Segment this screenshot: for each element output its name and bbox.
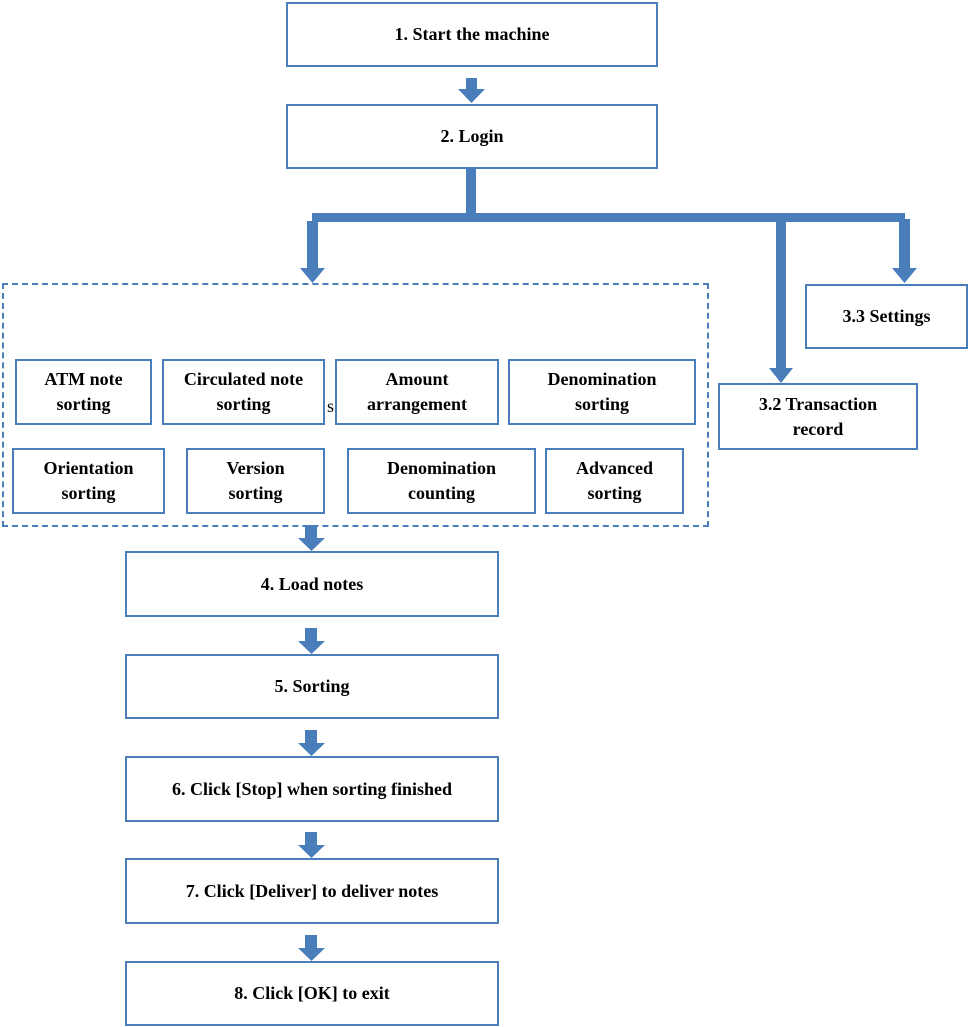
mode-orientation-sorting: Orientation sorting	[12, 448, 165, 514]
branch-settings: 3.3 Settings	[805, 284, 968, 349]
stray-text: s	[327, 396, 335, 416]
step-login: 2. Login	[286, 104, 658, 169]
mode-denomination-counting: Denomination counting	[347, 448, 536, 514]
mode-version-sorting: Version sorting	[186, 448, 325, 514]
step-click-deliver: 7. Click [Deliver] to deliver notes	[125, 858, 499, 924]
step-click-ok-exit: 8. Click [OK] to exit	[125, 961, 499, 1026]
arrow-deliver-to-exit	[298, 935, 325, 961]
arrow-stop-to-deliver	[298, 832, 325, 858]
mode-denomination-sorting: Denomination sorting	[508, 359, 696, 425]
branch-transaction-record: 3.2 Transaction record	[718, 383, 918, 450]
connector-bus	[312, 213, 905, 222]
step-load-notes: 4. Load notes	[125, 551, 499, 617]
arrow-to-settings	[892, 219, 917, 283]
arrow-sorting-to-stop	[298, 730, 325, 756]
arrow-start-to-login	[458, 78, 485, 103]
step-start-machine: 1. Start the machine	[286, 2, 658, 67]
mode-amount-arrangement: Amount arrangement	[335, 359, 499, 425]
step-click-stop: 6. Click [Stop] when sorting finished	[125, 756, 499, 822]
arrow-to-sorting-modes	[300, 221, 325, 283]
arrow-to-transaction-record	[769, 219, 793, 383]
arrow-load-to-sorting	[298, 628, 325, 654]
mode-atm-note-sorting: ATM note sorting	[15, 359, 152, 425]
step-sorting: 5. Sorting	[125, 654, 499, 719]
arrow-modes-to-load	[298, 525, 325, 551]
mode-advanced-sorting: Advanced sorting	[545, 448, 684, 514]
mode-circulated-note-sorting: Circulated note sorting	[162, 359, 325, 425]
sorting-modes-group	[2, 283, 709, 527]
connector-login-trunk	[466, 168, 476, 218]
